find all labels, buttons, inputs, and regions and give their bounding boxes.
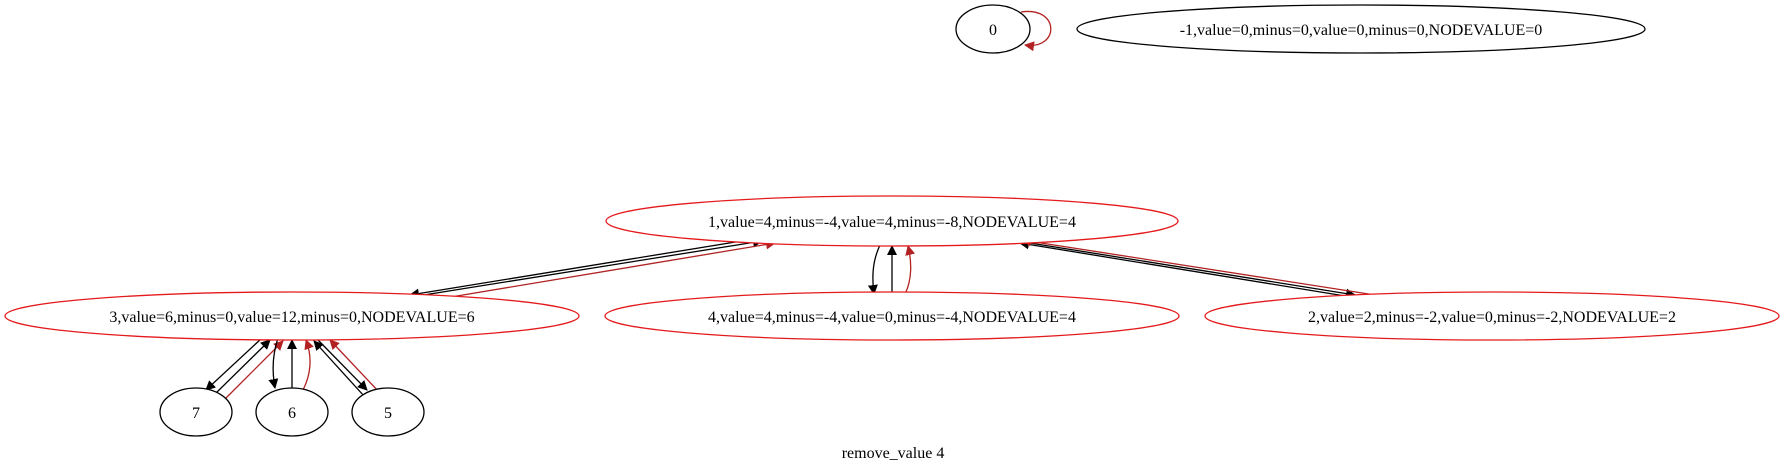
- edge-n6-to-n3-red: [302, 339, 314, 391]
- edges-group: [205, 10, 1376, 399]
- nodes-group: 0 -1,value=0,minus=0,value=0,minus=0,NOD…: [4, 4, 1780, 437]
- edge-n1-to-n2: [1029, 242, 1356, 299]
- node-3[interactable]: 3,value=6,minus=0,value=12,minus=0,NODEV…: [4, 291, 580, 341]
- node-minus-1-label: -1,value=0,minus=0,value=0,minus=0,NODEV…: [1180, 22, 1543, 39]
- node-4-label: 4,value=4,minus=-4,value=0,minus=-4,NODE…: [708, 309, 1076, 326]
- graph-caption: remove_value 4: [842, 445, 945, 462]
- node-2-label: 2,value=2,minus=-2,value=0,minus=-2,NODE…: [1308, 309, 1676, 326]
- edge-n1-to-n4: [867, 244, 881, 295]
- edge-n2-to-n1: [1019, 239, 1346, 297]
- node-2[interactable]: 2,value=2,minus=-2,value=0,minus=-2,NODE…: [1204, 291, 1780, 341]
- edge-n4-to-n1-red: [904, 245, 916, 295]
- node-5-label: 5: [384, 405, 392, 422]
- node-7-label: 7: [192, 405, 200, 422]
- edge-n3-to-n1: [404, 237, 763, 299]
- edge-n5-to-n3-red: [329, 339, 381, 394]
- edge-n5-to-n3: [313, 340, 365, 397]
- edge-n3-to-n5: [317, 339, 368, 391]
- node-1-label: 1,value=4,minus=-4,value=4,minus=-8,NODE…: [708, 214, 1076, 231]
- node-3-label: 3,value=6,minus=0,value=12,minus=0,NODEV…: [109, 309, 474, 326]
- node-minus-1[interactable]: -1,value=0,minus=0,value=0,minus=0,NODEV…: [1076, 4, 1646, 54]
- node-1[interactable]: 1,value=4,minus=-4,value=4,minus=-8,NODE…: [605, 195, 1179, 247]
- edge-n3-to-n1-red: [444, 239, 776, 299]
- edge-n7-to-n3: [215, 339, 271, 394]
- node-6[interactable]: 6: [255, 387, 329, 437]
- node-0[interactable]: 0: [955, 4, 1031, 54]
- node-7[interactable]: 7: [159, 387, 233, 437]
- node-6-label: 6: [288, 405, 296, 422]
- node-0-label: 0: [989, 22, 997, 39]
- edge-n7-to-n3-red: [225, 340, 284, 399]
- edge-n3-to-n6: [268, 337, 279, 389]
- edge-n3-to-n7: [205, 337, 263, 391]
- edge-n1-to-n3: [409, 237, 761, 299]
- edge-n0-self-loop: [1020, 10, 1052, 52]
- edge-n2-to-n1-red: [1021, 236, 1376, 296]
- node-4[interactable]: 4,value=4,minus=-4,value=0,minus=-4,NODE…: [604, 291, 1180, 341]
- node-5[interactable]: 5: [351, 387, 425, 437]
